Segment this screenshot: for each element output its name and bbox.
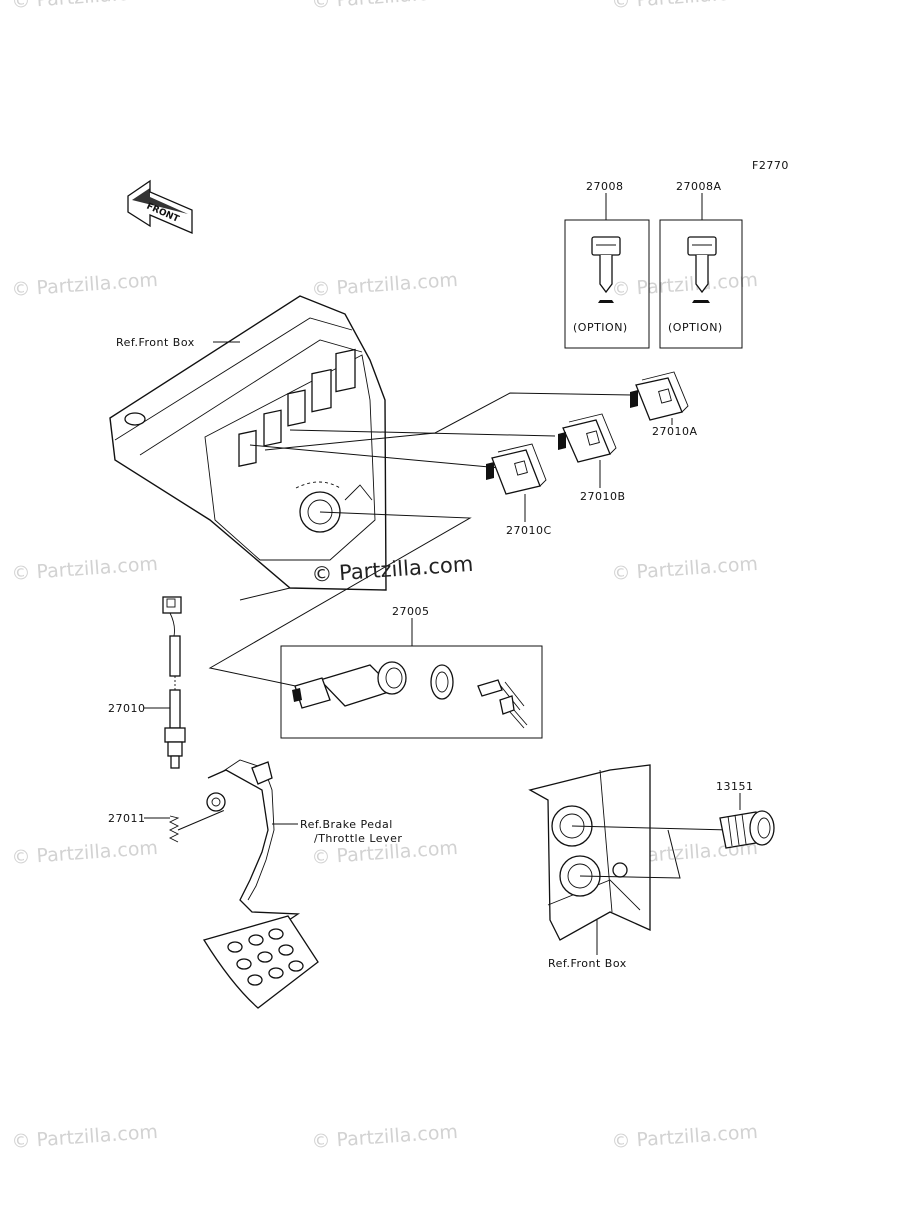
watermark: © Partzilla.com (311, 269, 459, 301)
watermark: © Partzilla.com (611, 0, 759, 13)
watermark: © Partzilla.com (611, 1121, 759, 1153)
key-option-27008A: 27008A (OPTION) (659, 180, 743, 349)
watermark: © Partzilla.com (311, 1121, 459, 1153)
rocker-switch-27010C: 27010C (486, 443, 552, 537)
key-blade-icon (599, 255, 613, 294)
key-head-icon (687, 236, 717, 256)
watermark: © Partzilla.com (311, 0, 459, 13)
part-number-27010A: 27010A (652, 425, 698, 438)
pedal-grip-holes (227, 928, 304, 986)
pedal-plate (202, 915, 319, 1009)
part-number-27010C: 27010C (506, 524, 552, 537)
ref-front-box-top: Ref.Front Box (116, 336, 195, 349)
spring-27011: 27011 (108, 809, 226, 843)
watermark: © Partzilla.com (11, 1121, 159, 1153)
part-number-27005: 27005 (392, 605, 430, 618)
part-number-27011: 27011 (108, 812, 146, 825)
key-head-icon (591, 236, 621, 256)
brake-pedal: Ref.Brake Pedal /Throttle Lever (202, 759, 402, 1009)
part-number-27008: 27008 (586, 180, 624, 193)
ref-brake-pedal-line1: Ref.Brake Pedal (300, 818, 393, 831)
watermark: © Partzilla.com (11, 837, 159, 869)
rocker-switch-27010A: 27010A (630, 371, 698, 438)
watermark: © Partzilla.com (11, 269, 159, 301)
ignition-keys-icon (477, 679, 528, 729)
power-socket-13151: 13151 (716, 780, 775, 849)
ignition-switch-27005: 27005 (280, 605, 543, 739)
rocker-switch-27010B: 27010B (558, 413, 626, 503)
option-note-27008: (OPTION) (573, 321, 628, 334)
ignition-nut-icon (430, 664, 454, 700)
diagram-code: F2770 (752, 159, 789, 172)
part-number-27008A: 27008A (676, 180, 722, 193)
front-arrow-icon: FRONT (127, 179, 193, 234)
leader-lines (208, 392, 633, 689)
ref-brake-pedal-line2: /Throttle Lever (314, 832, 402, 845)
key-option-27008: 27008 (OPTION) (564, 180, 650, 349)
watermark: © Partzilla.com (11, 0, 159, 13)
watermark: © Partzilla.com (11, 553, 159, 585)
watermark: © Partzilla.com (611, 269, 759, 301)
front-box-lower: Ref.Front Box (528, 764, 731, 970)
watermark: © Partzilla.com (611, 553, 759, 585)
key-blade-icon (695, 255, 709, 294)
option-note-27008A: (OPTION) (668, 321, 723, 334)
brake-switch-27010: 27010 (108, 596, 186, 769)
part-number-27010B: 27010B (580, 490, 626, 503)
ref-front-box-bottom: Ref.Front Box (548, 957, 627, 970)
part-number-27010: 27010 (108, 702, 146, 715)
switch-slots (238, 348, 356, 467)
part-number-13151: 13151 (716, 780, 754, 793)
